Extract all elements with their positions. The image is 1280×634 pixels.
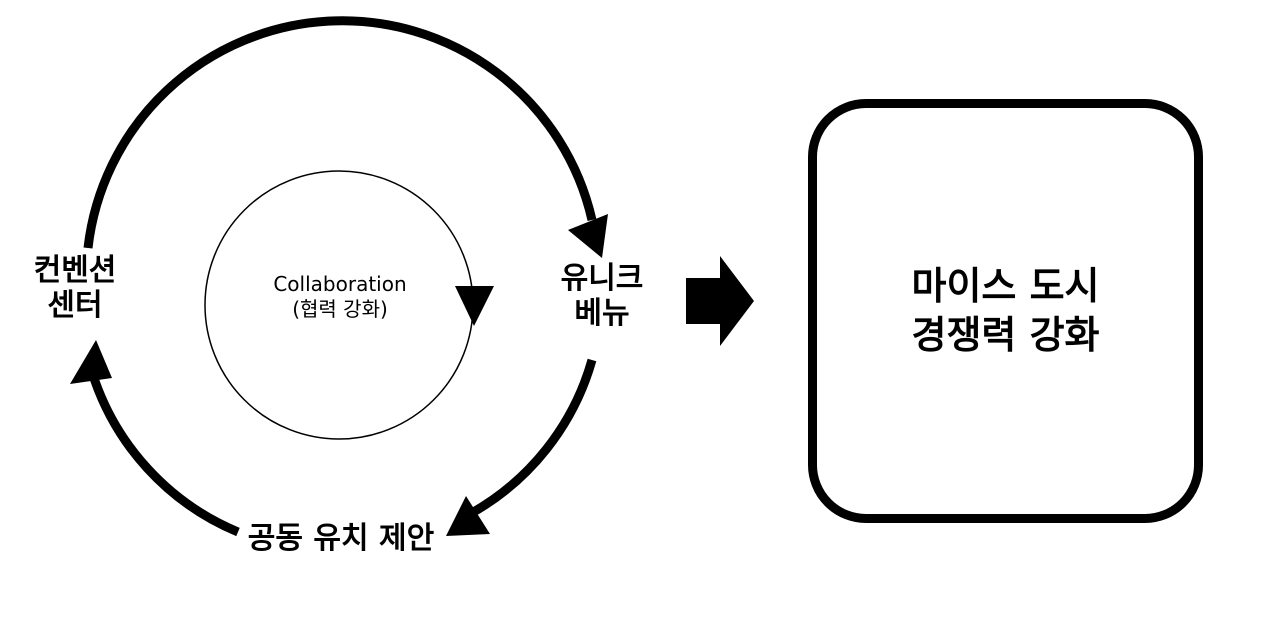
node-unique-venue-line-1: 유니크	[560, 261, 644, 296]
node-convention-center: 컨벤션 센터	[28, 253, 122, 323]
cycle-arrowhead-left	[70, 340, 112, 384]
result-box: 마이스 도시 경쟁력 강화	[808, 99, 1203, 523]
result-line-2: 경쟁력 강화	[911, 313, 1100, 357]
node-convention-center-line-1: 컨벤션	[33, 253, 117, 288]
result-line-1: 마이스 도시	[911, 263, 1100, 308]
node-convention-center-line-2: 센터	[47, 287, 103, 323]
result-text: 마이스 도시 경쟁력 강화	[911, 262, 1099, 361]
node-joint-bid-proposal: 공동 유치 제안	[234, 521, 448, 557]
inner-circle-arrowhead	[455, 286, 494, 326]
cycle-arrow-left	[87, 370, 240, 537]
inner-subtitle: (협력 강화)	[292, 297, 388, 321]
cycle-arrow-top	[83, 16, 597, 249]
cycle-arrowhead-top	[568, 214, 608, 258]
inner-title: Collaboration	[273, 272, 407, 296]
node-joint-bid-proposal-line-1: 공동 유치 제안	[247, 521, 435, 556]
cycle-arrowhead-right	[446, 496, 490, 536]
inner-circle-text: Collaboration (협력 강화)	[259, 272, 421, 322]
node-unique-venue-line-2: 베뉴	[574, 295, 630, 331]
cycle-arrow-right	[467, 358, 597, 518]
result-arrow	[686, 256, 754, 346]
node-unique-venue: 유니크 베뉴	[548, 261, 656, 331]
